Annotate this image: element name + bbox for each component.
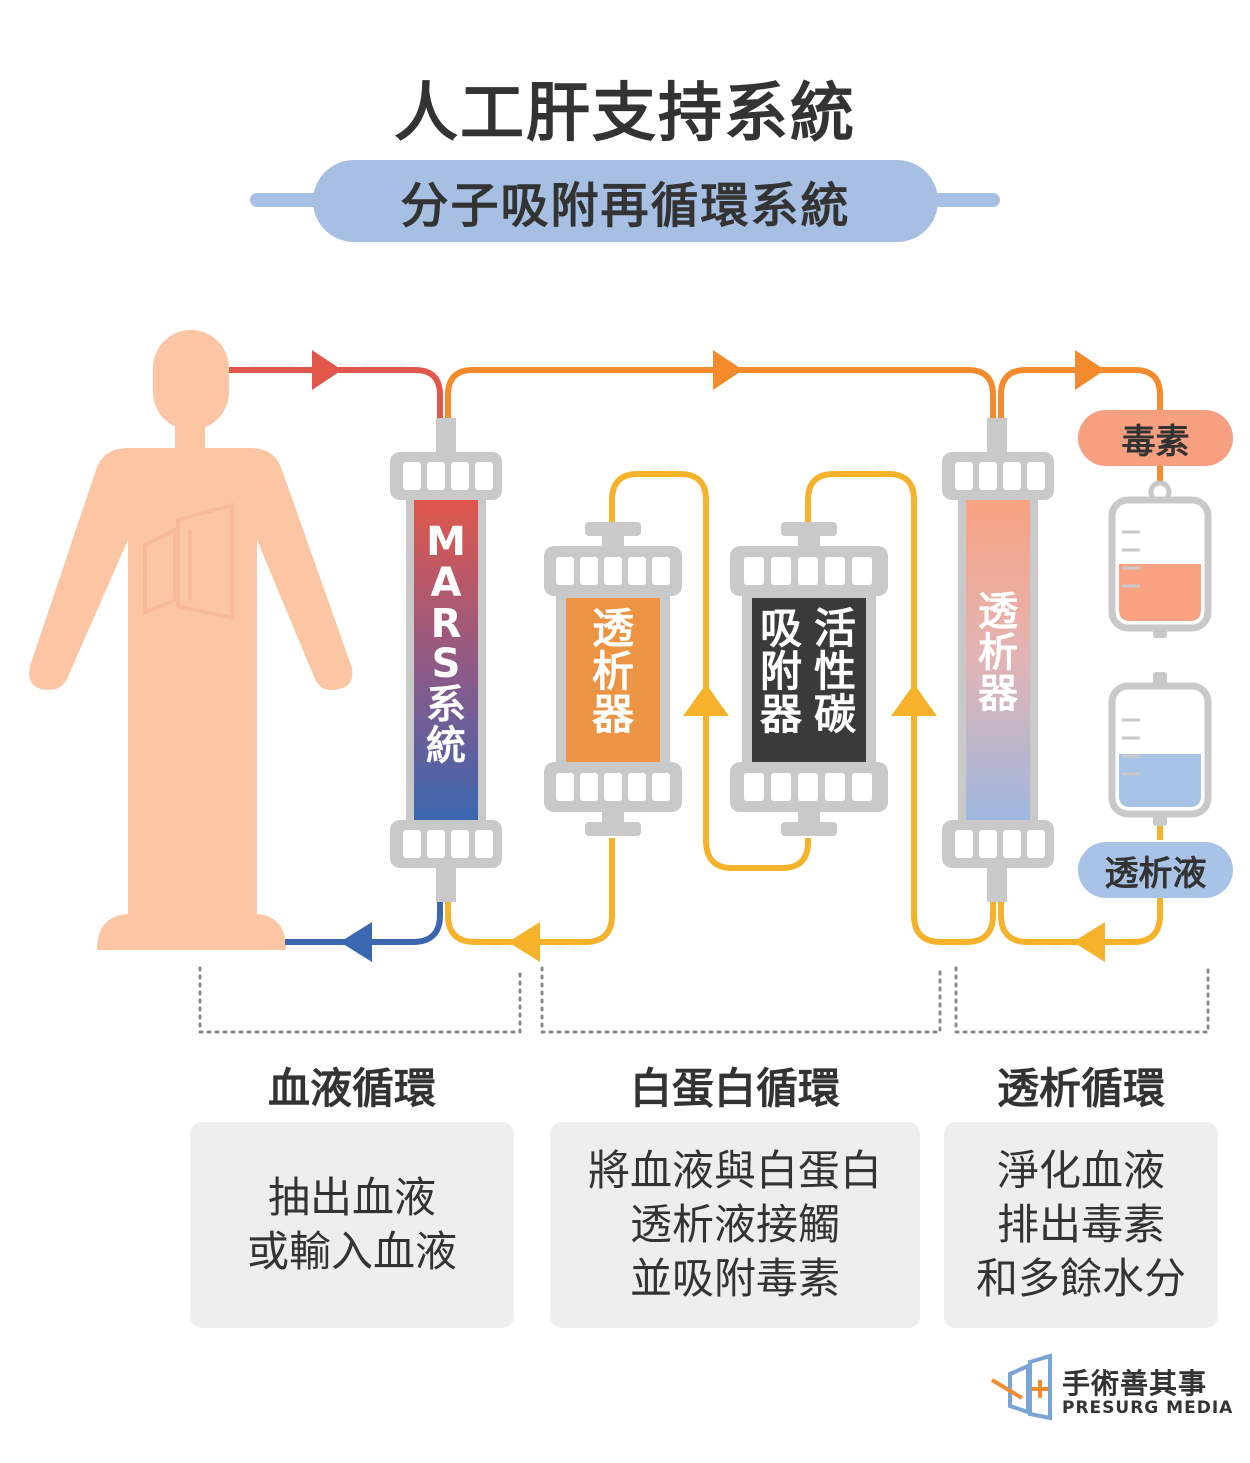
arrow-left-icon: [508, 922, 540, 962]
section-title-blood: 血液循環: [267, 1064, 436, 1113]
arrow-right-icon: [1075, 350, 1105, 390]
dialysate-bag-icon: [1108, 672, 1212, 826]
section-box-blood: 抽出血液 或輸入血液: [190, 1122, 514, 1328]
arrow-up-icon: [683, 684, 729, 716]
brand-name-cn: 手術善其事: [1062, 1367, 1208, 1400]
section-brackets: [198, 966, 1210, 1034]
dialysate-pill: 透析液: [1078, 842, 1233, 898]
brand-name-en: PRESURG MEDIA: [1062, 1398, 1234, 1418]
section-title-dialysis: 透析循環: [996, 1064, 1165, 1113]
toxin-bag-icon: [1108, 480, 1212, 638]
section-box-dialysis: 淨化血液 排出毒素 和多餘水分: [944, 1122, 1218, 1328]
albumin-dialyzer: [544, 522, 682, 836]
adsorber-label: 吸 附 器: [759, 604, 802, 739]
toxin-pill: 毒素: [1078, 410, 1233, 466]
page-title: 人工肝支持系統: [394, 77, 856, 151]
section-title-albumin: 白蛋白循環: [629, 1064, 840, 1113]
right-dialyzer-label: 透 析 器: [978, 589, 1018, 717]
subtitle-text: 分子吸附再循環系統: [400, 178, 851, 234]
carbon-adsorber: [730, 522, 888, 836]
arrow-up-icon: [891, 684, 937, 716]
section-box-albumin: 將血液與白蛋白 透析液接觸 並吸附毒素: [550, 1122, 920, 1328]
mars-column: [390, 418, 502, 902]
activated-carbon-label: 活 性 碳: [813, 604, 856, 739]
right-dialyzer: [942, 418, 1054, 902]
subtitle-pill: 分子吸附再循環系統: [313, 160, 938, 242]
albumin-dialyzer-label: 透 析 器: [591, 604, 634, 739]
arrow-right-icon: [312, 350, 342, 390]
brand-logo-icon: [990, 1353, 1052, 1421]
arrow-left-icon: [1073, 922, 1105, 962]
mars-column-label: M A R S 系 統: [426, 519, 466, 769]
arrow-right-icon: [713, 350, 743, 390]
arrow-left-icon: [340, 922, 372, 962]
human-figure-icon: [29, 330, 353, 950]
